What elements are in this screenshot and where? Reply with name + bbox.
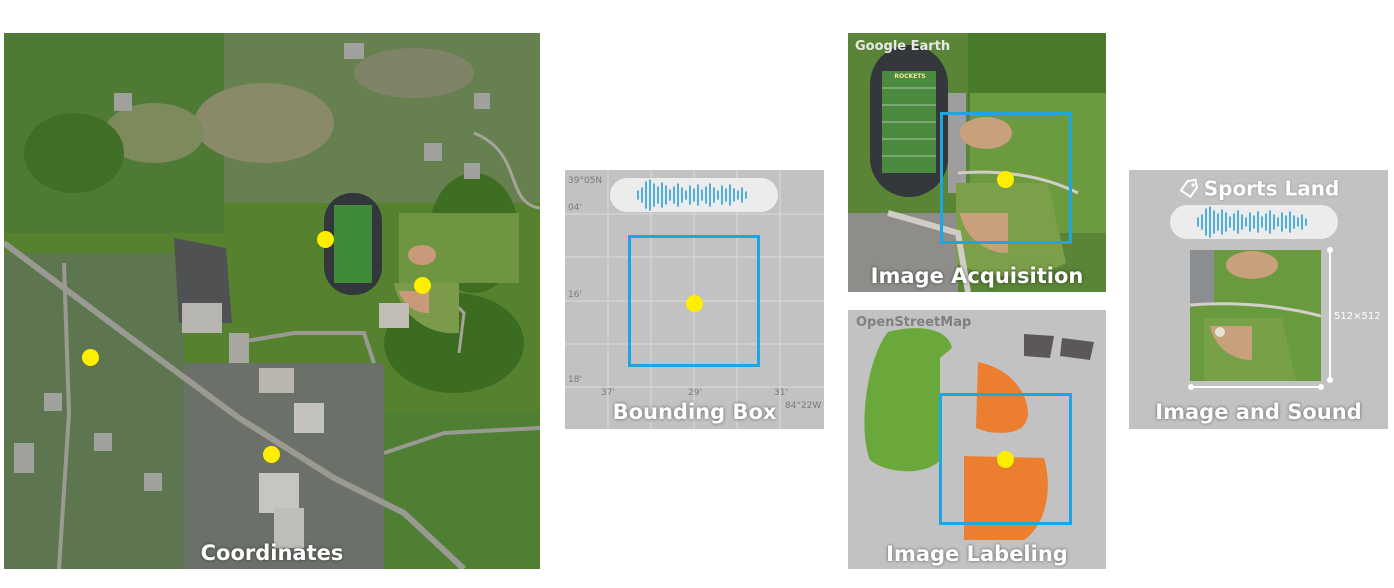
waveform-pill — [610, 178, 778, 212]
bounding-box — [939, 393, 1072, 525]
lat-tick: 04' — [568, 203, 582, 213]
sports-land-title: Sports Land — [1203, 176, 1340, 201]
image-acquisition-panel: Google Earth ROCKETS Image Acquisition — [848, 33, 1106, 292]
cropped-field-image — [1190, 250, 1321, 381]
lat-label: 39°05N — [568, 176, 603, 186]
osm-labels — [864, 328, 1094, 540]
center-point — [996, 450, 1014, 468]
bounding-box — [940, 112, 1072, 244]
waveform-icon — [1197, 206, 1307, 238]
waveform-icon — [637, 179, 747, 211]
image-labeling-caption: Image Labeling — [886, 542, 1068, 566]
openstreetmap-label: OpenStreetMap — [856, 315, 972, 330]
coordinates-panel: Coordinates — [4, 33, 540, 569]
image-and-sound-caption: Image and Sound — [1155, 400, 1362, 424]
lat-lon-grid — [565, 170, 824, 429]
bounding-box-panel: 39°05N 04' 16' 18' 37' 29' 31' 84°22W — [565, 170, 824, 429]
lon-tick: 29' — [688, 388, 702, 398]
lon-tick: 37' — [601, 388, 615, 398]
lon-tick: 31' — [774, 388, 788, 398]
center-point — [685, 294, 703, 312]
tag-icon — [1178, 178, 1200, 200]
image-acquisition-caption: Image Acquisition — [870, 264, 1084, 288]
google-earth-label: Google Earth — [855, 39, 951, 54]
image-labeling-panel: OpenStreetMap Image Labeling — [848, 310, 1106, 569]
title-row: Sports Land — [1129, 175, 1388, 201]
coordinate-point — [413, 276, 431, 294]
coordinate-point — [81, 348, 99, 366]
bounding-box-caption: Bounding Box — [612, 400, 777, 424]
coordinates-caption: Coordinates — [200, 541, 344, 565]
coordinate-point — [262, 445, 280, 463]
center-point — [996, 170, 1014, 188]
lon-label: 84°22W — [785, 401, 822, 411]
bounding-box — [628, 235, 760, 367]
image-and-sound-panel: Sports Land — [1129, 170, 1388, 429]
lat-tick: 18' — [568, 375, 582, 385]
size-label: 512×512 — [1334, 311, 1381, 322]
waveform-pill — [1170, 205, 1338, 239]
satellite-image — [848, 33, 1106, 292]
coordinate-point — [316, 230, 334, 248]
size-indicator — [1188, 247, 1333, 390]
aerial-map — [4, 33, 540, 569]
stadium-text: ROCKETS — [894, 73, 926, 80]
lat-tick: 16' — [568, 290, 582, 300]
